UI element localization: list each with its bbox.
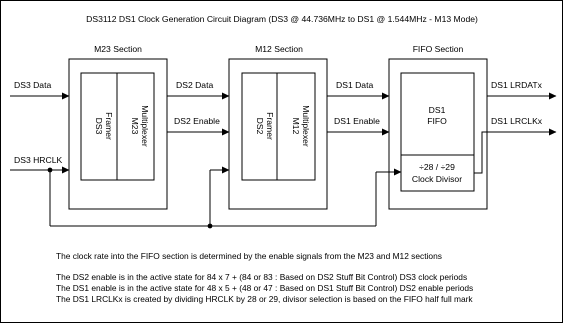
ds1-lrdatx-label: DS1 LRDATx xyxy=(491,80,543,90)
ds1-fifo-label-line1: DS1 xyxy=(429,105,446,115)
ds2-enable-label: DS2 Enable xyxy=(174,116,220,126)
m23-section-heading: M23 Section xyxy=(94,44,142,54)
m12-section-heading: M12 Section xyxy=(255,44,303,54)
hrclk-bus-junction-dot xyxy=(207,223,213,229)
ds1-lrclkx-label: DS1 LRCLKx xyxy=(491,116,543,126)
fifo-inner-block xyxy=(400,72,475,192)
ds3-data-label: DS3 Data xyxy=(14,80,51,90)
m12-inner-block xyxy=(241,72,316,181)
ds2-data-label: DS2 Data xyxy=(176,80,213,90)
m12-multiplexer-label-line2: Multiplexer xyxy=(301,105,311,147)
ds2-framer-label-line1: DS2 xyxy=(255,118,265,135)
note-line-4: The DS1 LRCLKx is created by dividing HR… xyxy=(56,294,473,304)
ds3-framer-label-line2: Framer xyxy=(104,112,114,140)
m23-multiplexer-label-line2: Multiplexer xyxy=(140,105,150,147)
ds3-hrclk-label: DS3 HRCLK xyxy=(14,155,63,165)
m23-multiplexer-label-line1: M23 xyxy=(130,118,140,135)
clock-divisor-label: Clock Divisor xyxy=(412,174,462,184)
note-line-2: The DS2 enable is in the active state fo… xyxy=(56,272,467,282)
ds3-framer-label-line1: DS3 xyxy=(94,118,104,135)
ds2-framer-label-line2: Framer xyxy=(265,112,275,140)
note-line-3: The DS1 enable is in the active state fo… xyxy=(56,283,473,293)
fifo-section-box xyxy=(388,58,488,210)
m23-section-box xyxy=(68,58,168,210)
m12-section-box xyxy=(228,58,328,210)
m12-multiplexer-label-line1: M12 xyxy=(291,118,301,135)
ds1-fifo-label-line2: FIFO xyxy=(427,116,447,126)
note-line-1: The clock rate into the FIFO section is … xyxy=(56,251,442,261)
ds1-data-label: DS1 Data xyxy=(336,80,373,90)
ds1-lrclkx-wire xyxy=(474,131,487,174)
diagram-title: DS3112 DS1 Clock Generation Circuit Diag… xyxy=(86,14,478,24)
fifo-section-heading: FIFO Section xyxy=(413,44,464,54)
ds1-enable-label: DS1 Enable xyxy=(334,116,380,126)
hrclk-junction-dot xyxy=(47,167,53,173)
clock-divisor-ratio: ÷28 / ÷29 xyxy=(419,162,455,172)
